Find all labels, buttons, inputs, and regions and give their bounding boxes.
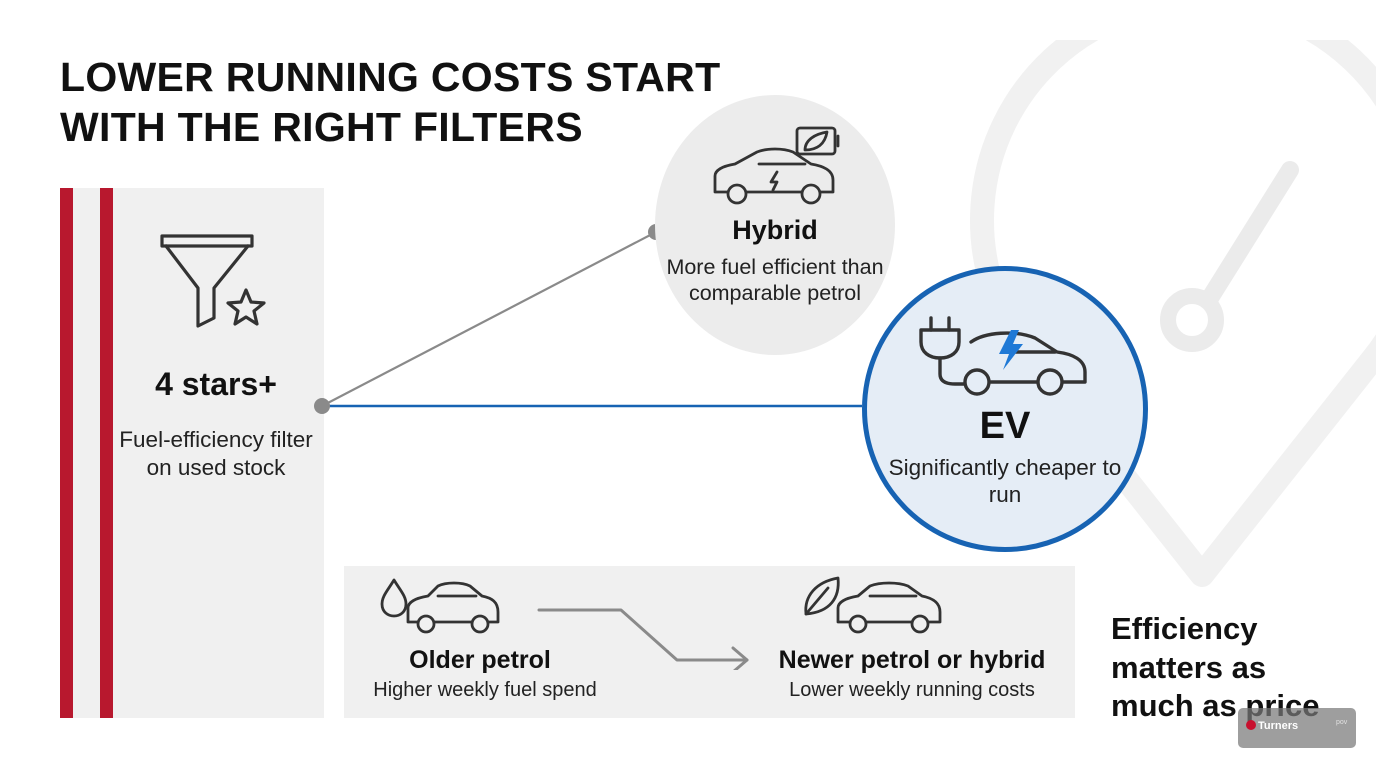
red-stripe (60, 188, 73, 718)
ev-description: Significantly cheaper to run (888, 455, 1122, 507)
ev-card (862, 266, 1148, 552)
ev-plug-car-icon (919, 316, 1087, 396)
connector-node-start (314, 398, 330, 414)
connector-to-hybrid (321, 231, 657, 407)
filter-description: Fuel-efficiency filter on used stock (119, 427, 313, 480)
speedometer-watermark-icon (970, 40, 1376, 587)
newer-petrol-heading: Newer petrol or hybrid (778, 646, 1046, 674)
older-petrol-description: Higher weekly fuel spend (373, 679, 597, 701)
tagline-line-1: Efficiency (1111, 611, 1258, 646)
filter-panel (60, 188, 324, 718)
hybrid-car-battery-icon (713, 126, 840, 205)
page-title: LOWER RUNNING COSTS START WITH THE RIGHT… (60, 52, 760, 152)
newer-petrol-description: Lower weekly running costs (789, 679, 1035, 701)
transition-arrow-icon (537, 608, 749, 670)
title-line-1: LOWER RUNNING COSTS START (60, 54, 721, 100)
hybrid-heading: Hybrid (732, 215, 818, 245)
red-stripe (100, 188, 113, 718)
brand-logo: Turners (1246, 720, 1298, 732)
brand-logo-icon (1246, 720, 1256, 730)
funnel-star-icon (160, 234, 266, 328)
title-line-2: WITH THE RIGHT FILTERS (60, 104, 583, 150)
leaf-car-icon (804, 576, 942, 634)
hybrid-card (655, 95, 895, 355)
hybrid-description: More fuel efficient than comparable petr… (666, 255, 884, 305)
filter-heading: 4 stars+ (155, 366, 277, 402)
ev-heading: EV (979, 405, 1031, 447)
brand-badge: Turners pov (1238, 708, 1356, 748)
tagline: Efficiency matters as much as price (1111, 610, 1351, 726)
brand-side-text: pov (1336, 719, 1348, 726)
petrol-drop-car-icon (380, 578, 500, 634)
brand-logo-text: Turners (1258, 720, 1299, 732)
older-petrol-heading: Older petrol (409, 646, 551, 674)
comparison-panel (344, 566, 1075, 718)
tagline-line-2: matters as (1111, 649, 1267, 685)
